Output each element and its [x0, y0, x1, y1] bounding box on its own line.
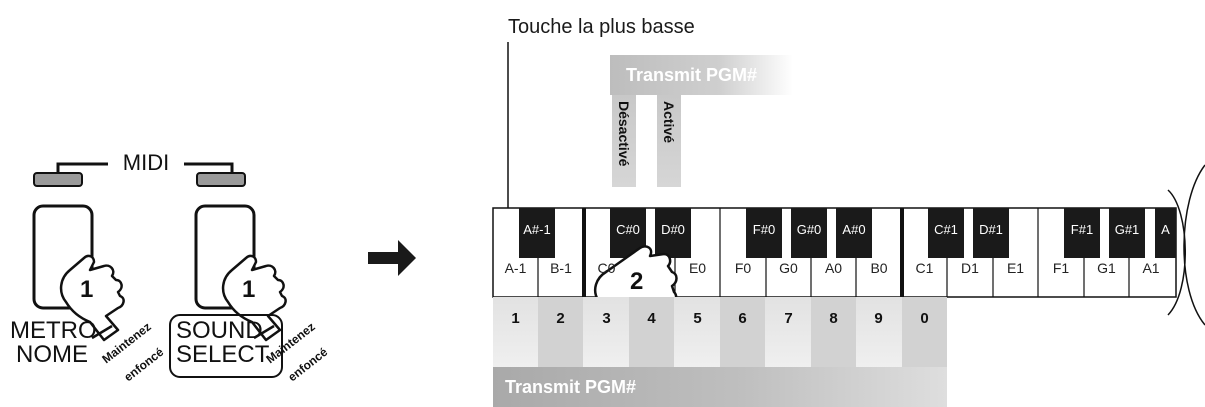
metronome-label-line2: NOME: [16, 341, 88, 368]
number-key-label: 8: [829, 310, 838, 327]
option-tab-off[interactable]: Désactivé: [612, 95, 636, 187]
sound-select-label-line1: SOUND: [176, 317, 263, 344]
black-key: [928, 208, 964, 258]
white-key-label: F1: [1052, 260, 1070, 276]
sound-select-label-frame: [169, 314, 283, 378]
pressing-hand-icon: [59, 254, 125, 342]
finger-number: 1: [80, 276, 94, 303]
number-key-label: 3: [602, 310, 611, 327]
number-strip-shade: [629, 297, 674, 367]
option-label: Désactivé: [616, 101, 632, 167]
finger-number: 1: [242, 276, 256, 303]
sound-select-led: [196, 172, 246, 187]
white-key-label: G0: [779, 260, 798, 276]
black-keys: [519, 208, 1176, 258]
black-key-label: F#0: [752, 222, 776, 237]
black-key: [973, 208, 1009, 258]
metronome-led: [33, 172, 83, 187]
number-key-label: 2: [556, 310, 565, 327]
black-key-label: D#0: [661, 222, 685, 237]
number-key-label: 1: [511, 310, 520, 327]
number-strip-shade: [902, 297, 947, 367]
white-key-label: A0: [824, 260, 843, 276]
black-key-label: G#0: [796, 222, 822, 237]
black-key-label: C#0: [616, 222, 640, 237]
number-key-label: 4: [647, 310, 656, 327]
white-key-label: F0: [734, 260, 752, 276]
black-key: [1155, 208, 1176, 258]
black-key: [746, 208, 782, 258]
black-key-label: D#1: [979, 222, 1003, 237]
black-key: [655, 208, 691, 258]
finger-number: 2: [630, 268, 644, 295]
number-key-label: 0: [920, 310, 929, 327]
white-key-label: E1: [1006, 260, 1025, 276]
white-key-label: G1: [1097, 260, 1116, 276]
black-key-label: A#-1: [523, 222, 551, 237]
keyboard-edge-curve: [1183, 164, 1205, 326]
black-key-label: G#1: [1114, 222, 1140, 237]
white-key-label: E0: [688, 260, 707, 276]
black-key-label: A: [1161, 222, 1170, 237]
midi-label: MIDI: [122, 150, 170, 175]
black-key: [836, 208, 872, 258]
white-key-label: D1: [961, 260, 979, 276]
white-key-label: C1: [915, 260, 934, 276]
number-strip-shade: [538, 297, 583, 367]
octave-dividers: [582, 208, 904, 297]
keyboard-edge-curve: [1167, 189, 1186, 316]
pressing-hand-icon: [221, 254, 287, 342]
black-key: [519, 208, 555, 258]
black-key-label: A#0: [842, 222, 866, 237]
black-key-label: C#1: [934, 222, 958, 237]
number-key-label: 6: [738, 310, 747, 327]
sound-select-label-line2: SELECT: [176, 341, 270, 368]
number-key-label: 5: [693, 310, 702, 327]
black-key: [1109, 208, 1145, 258]
metronome-label-line1: METRO: [10, 317, 97, 344]
white-key-label: C0: [597, 260, 616, 276]
number-strip-shade: [720, 297, 765, 367]
black-key: [1064, 208, 1100, 258]
number-key-label: 7: [784, 310, 793, 327]
white-key-label: A-1: [504, 260, 527, 276]
white-key-label: A1: [1142, 260, 1160, 276]
transmit-pgm-bottom-bar: Transmit PGM#: [493, 367, 947, 407]
black-key: [791, 208, 827, 258]
lowest-key-label: Touche la plus basse: [508, 16, 695, 38]
white-key-label: B0: [870, 260, 888, 276]
option-tab-on[interactable]: Activé: [657, 95, 681, 187]
black-key-label: F#1: [1070, 222, 1094, 237]
option-label: Activé: [661, 101, 677, 144]
white-key-label: B-1: [550, 260, 572, 276]
number-key-label: 9: [874, 310, 883, 327]
arrow-right-icon: [368, 240, 416, 276]
number-strip-shade: [811, 297, 856, 367]
transmit-pgm-top-bar: Transmit PGM#: [610, 55, 793, 95]
